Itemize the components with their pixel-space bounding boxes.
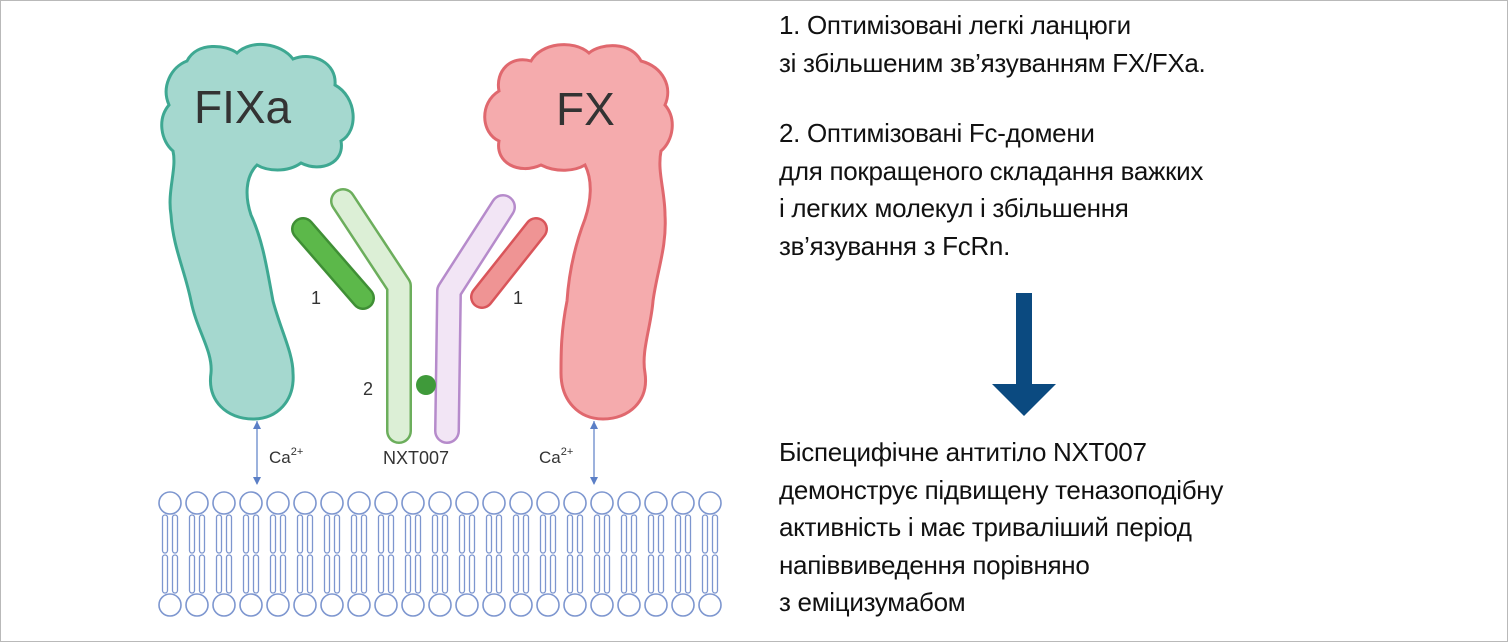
marker-1-left: 1 [311, 288, 321, 308]
lipid-molecule [293, 491, 317, 617]
point-2-line: і легких молекул і збільшення [779, 193, 1129, 223]
lipid-molecule [698, 491, 722, 617]
marker-2: 2 [363, 379, 373, 399]
conclusion-line: Біспецифічне антитіло NXT007 [779, 437, 1147, 467]
lipid-molecule [401, 491, 425, 617]
calcium-arrow-left [253, 421, 261, 485]
point-1-text: 1. Оптимізовані легкі ланцюги зі збільше… [779, 7, 1206, 82]
lipid-molecule [374, 491, 398, 617]
fc-knob-dot [416, 375, 436, 395]
calcium-arrow-right [590, 421, 598, 485]
lipid-molecule [671, 491, 695, 617]
marker-1-right: 1 [513, 288, 523, 308]
conclusion-line: активність і має триваліший період [779, 512, 1192, 542]
conclusion-text: Біспецифічне антитіло NXT007 демонструє … [779, 434, 1223, 622]
lipid-molecule [428, 491, 452, 617]
lipid-molecule [455, 491, 479, 617]
fx-label: FX [556, 83, 615, 135]
lipid-molecule [536, 491, 560, 617]
down-arrow-icon [992, 293, 1056, 416]
light-chain-red [470, 217, 548, 309]
heavy-chain-green [330, 188, 412, 444]
antibody-label: NXT007 [383, 448, 449, 468]
lipid-molecule [158, 491, 182, 617]
fixa-protein [160, 42, 355, 421]
point-2-line: зв’язування з FcRn. [779, 230, 1011, 261]
point-2-line: для покращеного складання важких [779, 155, 1204, 186]
fx-protein [483, 43, 674, 421]
lipid-molecule [590, 491, 614, 617]
point-2-text: 2. Оптимізовані Fc-домени для покращеног… [779, 115, 1203, 265]
lipid-molecule [239, 491, 263, 617]
conclusion-line: демонструє підвищену теназоподібну [779, 474, 1224, 505]
lipid-molecule [212, 491, 236, 617]
lipid-molecule [617, 491, 641, 617]
lipid-molecule [266, 491, 290, 617]
lipid-molecule [482, 491, 506, 617]
point-2-line: 2. Оптимізовані Fc-домени [779, 118, 1095, 148]
fixa-label: FIXa [194, 81, 292, 133]
heavy-chain-purple [434, 194, 516, 444]
conclusion-line: з еміцизумабом [779, 587, 966, 617]
lipid-bilayer-membrane [158, 491, 722, 617]
lipid-molecule [347, 491, 371, 617]
lipid-molecule [320, 491, 344, 617]
lipid-molecule [185, 491, 209, 617]
lipid-molecule [509, 491, 533, 617]
calcium-label-right: Ca2+ [539, 446, 573, 467]
lipid-molecule [563, 491, 587, 617]
point-1-line: 1. Оптимізовані легкі ланцюги [779, 10, 1131, 40]
conclusion-line: напіввиведення порівняно [779, 549, 1090, 580]
lipid-molecule [644, 491, 668, 617]
light-chain-green [291, 217, 375, 310]
point-1-line: зі збільшеним зв’язуванням FX/FXa. [779, 47, 1206, 78]
calcium-label-left: Ca2+ [269, 446, 303, 467]
